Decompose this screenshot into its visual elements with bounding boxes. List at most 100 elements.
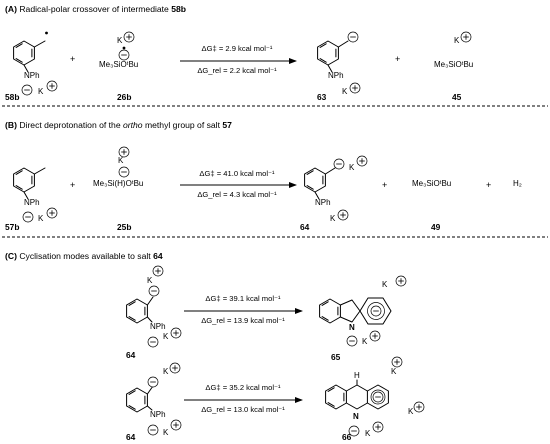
compound-label: 63 [317, 92, 327, 102]
plus-sign: + [395, 54, 400, 64]
plus-charge-icon [395, 275, 407, 287]
radical-dot [122, 46, 126, 50]
potassium-label: K [330, 214, 336, 223]
nitrogen-label: N [349, 323, 355, 332]
potassium-label: K [342, 87, 348, 96]
plus-charge-icon [372, 421, 384, 433]
relative-energy: ΔG_rel = 13.0 kcal mol⁻¹ [201, 405, 285, 414]
compound-26b: K Me₃SiOᵗBu 26b [99, 31, 138, 102]
nph-label: NPh [150, 322, 166, 331]
minus-charge-icon [22, 211, 34, 223]
dienyl-ring [370, 389, 386, 405]
reaction-arrow-c1: ΔG‡ = 39.1 kcal mol⁻¹ ΔG_rel = 13.9 kcal… [184, 294, 303, 325]
plus-charge-icon [413, 401, 425, 413]
compound-label: 64 [300, 222, 310, 232]
activation-energy: ΔG‡ = 35.2 kcal mol⁻¹ [205, 383, 281, 392]
plus-charge-icon [337, 209, 349, 221]
reaction-arrow-b: ΔG‡ = 41.0 kcal mol⁻¹ ΔG_rel = 4.3 kcal … [180, 169, 297, 199]
compound-label: 65 [331, 352, 341, 362]
minus-charge-icon [118, 166, 130, 178]
compound-57b: NPh K 57b [5, 167, 58, 232]
plus-sign: + [382, 180, 387, 190]
compound-label: 57b [5, 222, 19, 232]
reaction-arrow-c2: ΔG‡ = 35.2 kcal mol⁻¹ ΔG_rel = 13.0 kcal… [184, 383, 303, 414]
minus-charge-icon [147, 336, 159, 348]
compound-label: 66 [342, 432, 352, 442]
hydrogen-label: H₂ [513, 179, 522, 188]
relative-energy: ΔG_rel = 4.3 kcal mol⁻¹ [197, 190, 277, 199]
potassium-label: K [391, 367, 397, 376]
plus-charge-icon [118, 146, 130, 158]
compound-label: 45 [452, 92, 462, 102]
minus-charge-icon [333, 158, 345, 170]
nitrogen-label: N [353, 412, 359, 421]
plus-sign: + [486, 180, 491, 190]
plus-sign: + [70, 54, 75, 64]
nph-label: NPh [24, 71, 40, 80]
plus-sign: + [70, 180, 75, 190]
compound-64: K NPh K 64 [300, 155, 368, 232]
compound-64-row1: K NPh K 64 [126, 265, 182, 360]
nph-label: NPh [328, 71, 344, 80]
potassium-label: K [38, 87, 44, 96]
potassium-label: K [163, 367, 169, 376]
activation-energy: ΔG‡ = 2.9 kcal mol⁻¹ [202, 44, 273, 53]
minus-charge-icon [347, 31, 359, 43]
potassium-label: K [118, 156, 124, 165]
potassium-label: K [163, 332, 169, 341]
plus-charge-icon [349, 82, 361, 94]
minus-charge-icon [21, 84, 33, 96]
compound-label: 58b [5, 92, 19, 102]
relative-energy: ΔG_rel = 2.2 kcal mol⁻¹ [197, 66, 277, 75]
compound-65: N K K 65 [319, 275, 407, 362]
nph-label: NPh [150, 410, 166, 419]
silyl-ether-label: Me₃SiOᵗBu [412, 179, 451, 188]
activation-energy: ΔG‡ = 39.1 kcal mol⁻¹ [205, 294, 281, 303]
activation-energy: ΔG‡ = 41.0 kcal mol⁻¹ [199, 169, 275, 178]
potassium-label: K [117, 36, 123, 45]
section-c-heading: (C) Cyclisation modes available to salt … [5, 251, 163, 261]
silyl-ether-label: Me₃SiOᵗBu [99, 60, 138, 69]
plus-charge-icon [170, 419, 182, 431]
plus-charge-icon [123, 31, 135, 43]
section-b-heading: (B) Direct deprotonation of the ortho me… [5, 120, 232, 130]
plus-charge-icon [46, 80, 58, 92]
minus-charge-icon [148, 285, 160, 297]
minus-charge-icon [118, 49, 130, 61]
section-a-heading: (A) Radical-polar crossover of intermedi… [5, 4, 186, 14]
hydrogen-label: H [354, 371, 360, 380]
nph-label: NPh [24, 198, 40, 207]
compound-label: 64 [126, 432, 136, 442]
minus-charge-icon [147, 424, 159, 436]
potassium-label: K [147, 276, 153, 285]
potassium-label: K [382, 280, 388, 289]
plus-charge-icon [152, 265, 164, 277]
potassium-label: K [365, 429, 371, 438]
radical-dot [45, 31, 48, 35]
compound-58b: NPh K 58b [5, 31, 58, 102]
compound-label: 25b [117, 222, 131, 232]
compound-63: NPh K 63 [317, 31, 361, 102]
potassium-label: K [163, 428, 169, 437]
potassium-label: K [362, 337, 368, 346]
plus-charge-icon [391, 356, 403, 368]
compound-label: 49 [431, 222, 441, 232]
plus-charge-icon [170, 327, 182, 339]
compound-49: Me₃SiOᵗBu 49 [412, 179, 451, 232]
compound-66: N H K K K 66 [325, 356, 425, 442]
minus-charge-icon [346, 335, 358, 347]
nph-label: NPh [315, 198, 331, 207]
silyl-ether-label: Me₃SiOᵗBu [434, 60, 473, 69]
minus-charge-icon [372, 391, 384, 403]
compound-label: 26b [117, 92, 131, 102]
potassium-label: K [408, 407, 414, 416]
silane-label: Me₃Si(H)OᵗBu [93, 179, 143, 188]
minus-charge-icon [147, 376, 159, 388]
plus-charge-icon [46, 207, 58, 219]
reaction-arrow-a: ΔG‡ = 2.9 kcal mol⁻¹ ΔG_rel = 2.2 kcal m… [180, 44, 297, 75]
potassium-label: K [454, 36, 460, 45]
plus-charge-icon [460, 31, 472, 43]
compound-25b: K Me₃Si(H)OᵗBu 25b [93, 146, 143, 232]
compound-45: K Me₃SiOᵗBu 45 [434, 31, 473, 102]
